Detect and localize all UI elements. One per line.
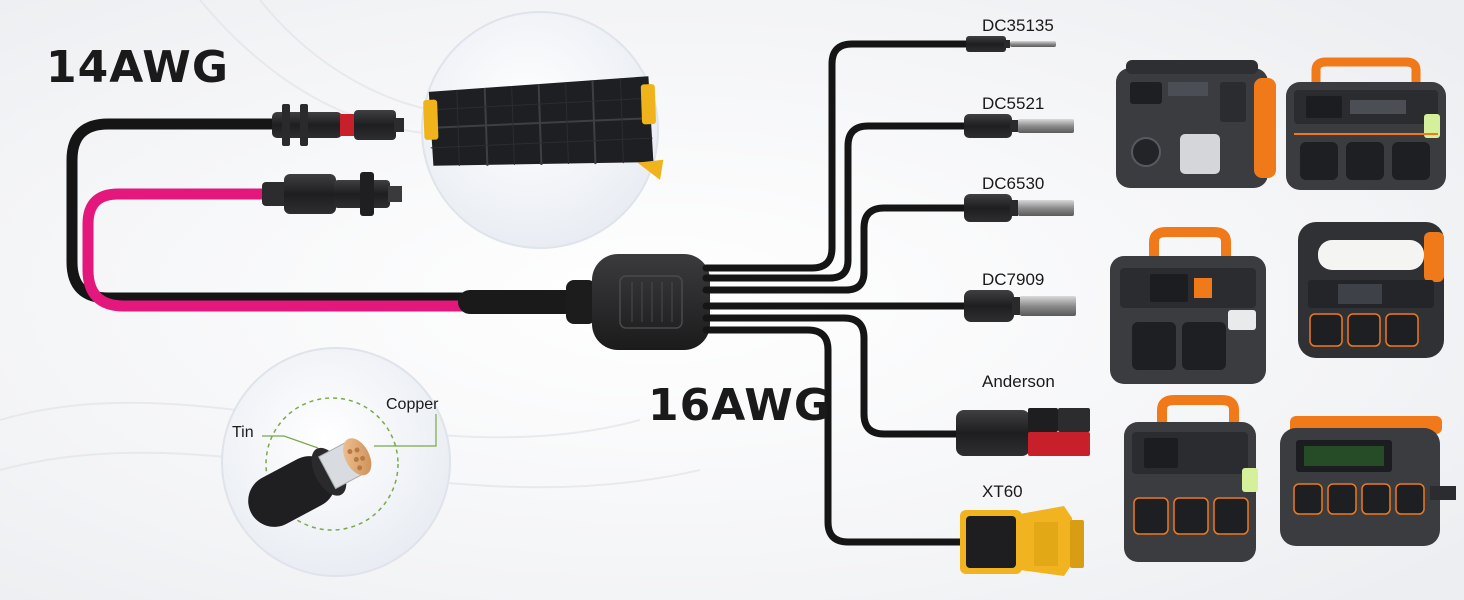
- output-cables: [702, 40, 984, 546]
- label-tin: Tin: [232, 424, 254, 441]
- mc4-female-connector: [262, 172, 402, 216]
- label-dc5521: DC5521: [982, 94, 1045, 113]
- input-gauge-label: 14AWG: [46, 42, 229, 93]
- copper-leader: [374, 414, 437, 447]
- dc7909-plug: [964, 290, 1076, 322]
- cable-dc35135: [702, 40, 984, 272]
- station-4: [1298, 222, 1444, 358]
- cable-dc6530: [702, 204, 970, 294]
- station-5: [1124, 395, 1258, 562]
- input-cable-bundle: [66, 118, 592, 314]
- positive-wire: [82, 188, 586, 312]
- cable-xt60: [702, 326, 966, 546]
- label-dc7909: DC7909: [982, 270, 1045, 289]
- station-3: [1110, 227, 1266, 384]
- label-dc6530: DC6530: [982, 174, 1045, 193]
- label-anderson: Anderson: [982, 372, 1055, 391]
- power-stations-grid: [1110, 57, 1456, 562]
- solar-panel-inset: [421, 11, 664, 249]
- dc6530-plug: [964, 194, 1074, 222]
- dc5521-plug: [964, 114, 1074, 138]
- cable-dc5521: [702, 122, 970, 282]
- output-gauge-label: 16AWG: [648, 380, 831, 431]
- wire-cross-section-inset: [221, 347, 451, 577]
- station-1: [1116, 60, 1276, 188]
- xt60-plug: [960, 506, 1084, 576]
- anderson-plug: [956, 408, 1090, 456]
- dc35135-plug: [966, 36, 1056, 52]
- splitter-hub: [566, 254, 710, 350]
- label-xt60: XT60: [982, 482, 1023, 501]
- station-6: [1280, 416, 1456, 546]
- label-dc35135: DC35135: [982, 16, 1054, 35]
- station-2: [1286, 57, 1446, 190]
- mc4-male-connector: [272, 104, 404, 146]
- label-copper: Copper: [386, 396, 439, 413]
- tin-leader: [262, 435, 319, 449]
- cable-anderson: [702, 314, 962, 438]
